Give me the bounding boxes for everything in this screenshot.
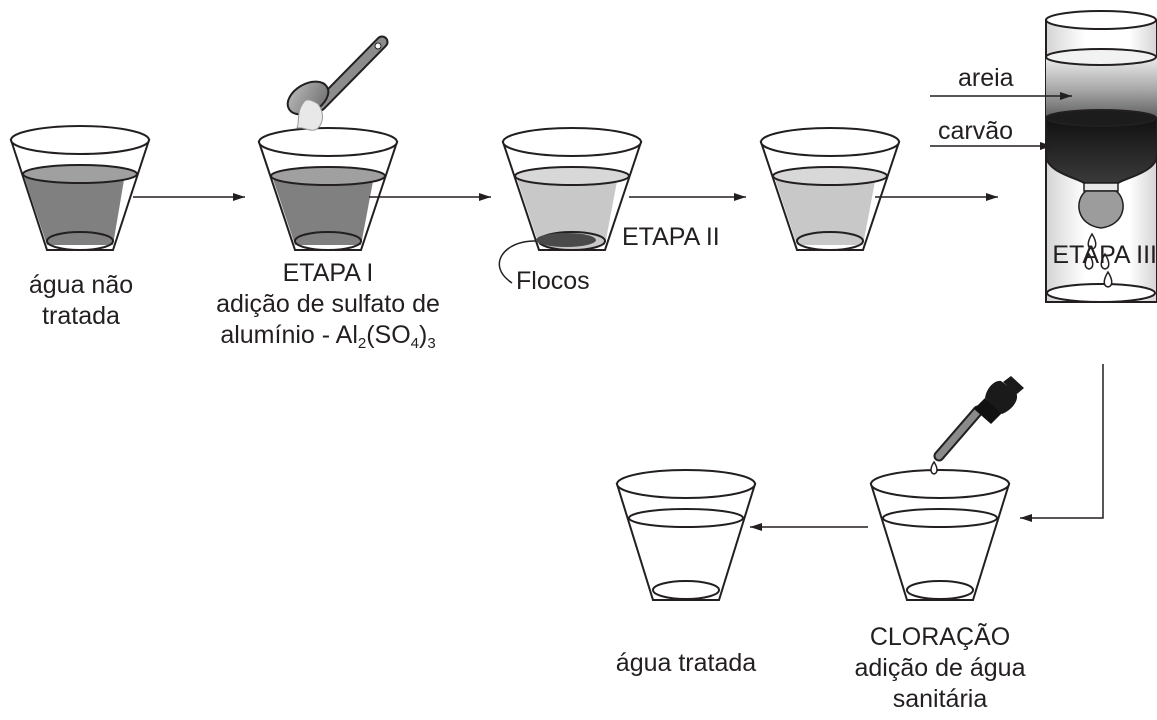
label-flocs: Flocos xyxy=(516,267,590,295)
flow-arrow-icon xyxy=(1020,364,1104,522)
stage-1-description-line1: adição de sulfato de xyxy=(216,290,440,318)
dropper-icon xyxy=(930,376,1024,475)
label-untreated-line1: água não xyxy=(28,271,134,299)
label-sand: areia xyxy=(958,64,1014,92)
label-untreated-line2: tratada xyxy=(42,302,120,330)
cup-untreated xyxy=(9,125,151,251)
flocs-pointer xyxy=(498,240,537,284)
chlorination-line2: sanitária xyxy=(892,685,988,713)
cup-stage-2 xyxy=(501,127,643,251)
formula-sub-1: 2 xyxy=(357,335,367,352)
cup-decanted xyxy=(759,127,901,251)
stage-1-description-line2: alumínio - Al2(SO4)3 xyxy=(178,320,478,351)
stage-1-title: ETAPA I xyxy=(282,259,374,287)
label-stage-2: ETAPA II xyxy=(622,223,720,251)
water-drop-icon xyxy=(1084,232,1113,288)
formula-prefix: alumínio - Al xyxy=(220,321,358,349)
flocs-icon xyxy=(536,233,596,247)
chlorination-title: CLORAÇÃO xyxy=(869,623,1011,651)
formula-mid: (SO xyxy=(366,321,411,349)
filter-bottle-icon xyxy=(1045,10,1157,303)
cup-chlorination xyxy=(869,469,1011,601)
chlorination-line1: adição de água xyxy=(854,654,1026,682)
formula-sub-3: 3 xyxy=(427,335,436,352)
cup-treated xyxy=(615,469,757,601)
label-untreated: água não tratada xyxy=(0,270,162,332)
water-drop-icon xyxy=(930,460,938,475)
label-stage-3: ETAPA III xyxy=(1052,241,1157,269)
label-charcoal: carvão xyxy=(938,117,1014,145)
spoon-icon xyxy=(286,35,389,131)
formula-close: ) xyxy=(419,321,428,349)
label-treated: água tratada xyxy=(615,649,757,677)
cup-stage-1 xyxy=(257,127,399,251)
label-chlorination: CLORAÇÃO adição de água sanitária xyxy=(820,622,1060,715)
formula-sub-2: 4 xyxy=(410,335,420,352)
label-stage-1: ETAPA I adição de sulfato de alumínio - … xyxy=(178,258,478,351)
